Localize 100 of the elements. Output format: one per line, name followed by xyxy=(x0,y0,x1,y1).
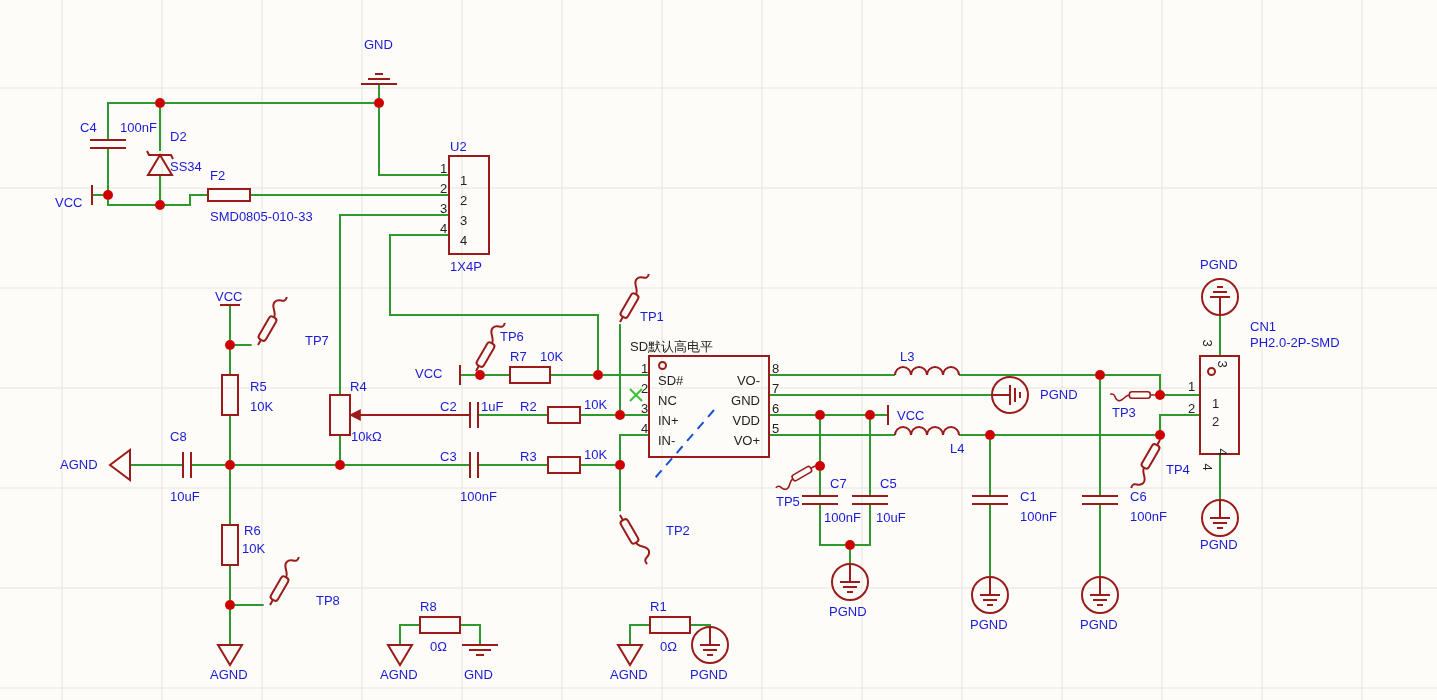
part-label: 10uF xyxy=(876,511,906,525)
part-label: C2 xyxy=(440,400,457,414)
part-label: L4 xyxy=(950,442,965,456)
ground-symbol xyxy=(971,576,1009,614)
pin-number: 3 xyxy=(641,402,649,416)
junction-dot xyxy=(615,410,625,420)
part-label: 10uF xyxy=(170,490,200,504)
wire xyxy=(344,464,471,466)
wiper-arrow xyxy=(348,409,471,421)
part-label: PGND xyxy=(690,668,728,682)
part-label: SS34 xyxy=(170,160,202,174)
wire xyxy=(229,564,231,601)
wire xyxy=(689,624,711,628)
part-label: 0Ω xyxy=(660,640,677,654)
part-label: VCC xyxy=(897,409,925,423)
resistor-symbol xyxy=(649,616,691,634)
pin-label: NC xyxy=(658,394,677,408)
part-label: AGND xyxy=(610,668,648,682)
wire xyxy=(159,107,161,152)
junction-dot xyxy=(335,460,345,470)
pin-label: 2 xyxy=(1212,415,1220,429)
part-label: AGND xyxy=(210,668,248,682)
wire xyxy=(769,414,816,416)
junction-dot xyxy=(593,370,603,380)
part-label: R2 xyxy=(520,400,537,414)
wire xyxy=(229,349,231,376)
part-label: L3 xyxy=(900,350,915,364)
part-label: D2 xyxy=(170,130,187,144)
wire xyxy=(229,469,231,526)
part-label: TP8 xyxy=(316,594,340,608)
wire xyxy=(824,414,866,416)
part-label: 100nF xyxy=(460,490,497,504)
pin-label: VDD xyxy=(732,414,760,428)
wire xyxy=(459,374,476,376)
ground-symbol xyxy=(991,376,1029,414)
wire xyxy=(229,414,231,461)
resistor-symbol xyxy=(419,616,461,634)
chip-box xyxy=(648,355,770,458)
wire xyxy=(107,102,156,141)
part-label: TP4 xyxy=(1166,463,1190,477)
wire xyxy=(869,419,871,497)
junction-dot xyxy=(815,461,825,471)
part-label: GND xyxy=(364,38,393,52)
pin-label: IN- xyxy=(658,434,676,448)
part-label: R7 xyxy=(510,350,527,364)
wire xyxy=(958,374,1096,376)
pin-label: 3 xyxy=(460,214,468,228)
wire xyxy=(107,199,156,206)
pin-number: 7 xyxy=(772,382,780,396)
capacitor-symbol xyxy=(182,451,192,479)
part-label: 100nF xyxy=(1130,510,1167,524)
wire xyxy=(107,147,109,191)
junction-dot xyxy=(615,460,625,470)
pin-number: 2 xyxy=(1188,402,1196,416)
pin-label: 4 xyxy=(460,234,468,248)
pin-label: 1 xyxy=(1212,397,1220,411)
wire xyxy=(129,464,184,466)
wire xyxy=(389,234,599,371)
wire xyxy=(1164,394,1200,396)
pin-label: 3 xyxy=(1214,360,1229,368)
pin-number: 8 xyxy=(772,362,780,376)
test-probe-icon xyxy=(775,464,816,491)
wire xyxy=(399,624,421,646)
wire xyxy=(994,434,1156,436)
part-label: C8 xyxy=(170,430,187,444)
junction-dot xyxy=(1095,370,1105,380)
potentiometer-symbol xyxy=(329,394,351,436)
part-label: R1 xyxy=(650,600,667,614)
wire xyxy=(619,323,621,411)
wire xyxy=(164,194,209,206)
pin-label: SD# xyxy=(658,374,684,388)
part-label: C4 xyxy=(80,121,97,135)
junction-dot xyxy=(155,200,165,210)
part-label: U2 xyxy=(450,140,467,154)
wire xyxy=(819,503,846,546)
wire xyxy=(769,394,993,396)
wire xyxy=(624,414,649,416)
wire xyxy=(769,434,896,436)
part-label: PGND xyxy=(1200,258,1238,272)
wire xyxy=(459,624,481,646)
test-probe-icon xyxy=(256,296,288,346)
wire xyxy=(1219,314,1221,356)
pin-label: GND xyxy=(731,394,760,408)
part-label: C1 xyxy=(1020,490,1037,504)
capacitor-symbol xyxy=(801,495,839,505)
wire xyxy=(249,194,449,196)
pin-number: 3 xyxy=(1199,339,1214,347)
wire xyxy=(619,469,621,513)
part-label: TP5 xyxy=(776,495,800,509)
junction-dot xyxy=(845,540,855,550)
part-label: 100nF xyxy=(120,121,157,135)
part-label: TP6 xyxy=(500,330,524,344)
pin-number: 3 xyxy=(440,202,448,216)
pin-number: 1 xyxy=(1188,380,1196,394)
part-label: C5 xyxy=(880,477,897,491)
part-label: TP1 xyxy=(640,310,664,324)
part-label: TP3 xyxy=(1112,406,1136,420)
wire xyxy=(159,174,161,201)
part-label: R3 xyxy=(520,450,537,464)
junction-dot xyxy=(225,600,235,610)
